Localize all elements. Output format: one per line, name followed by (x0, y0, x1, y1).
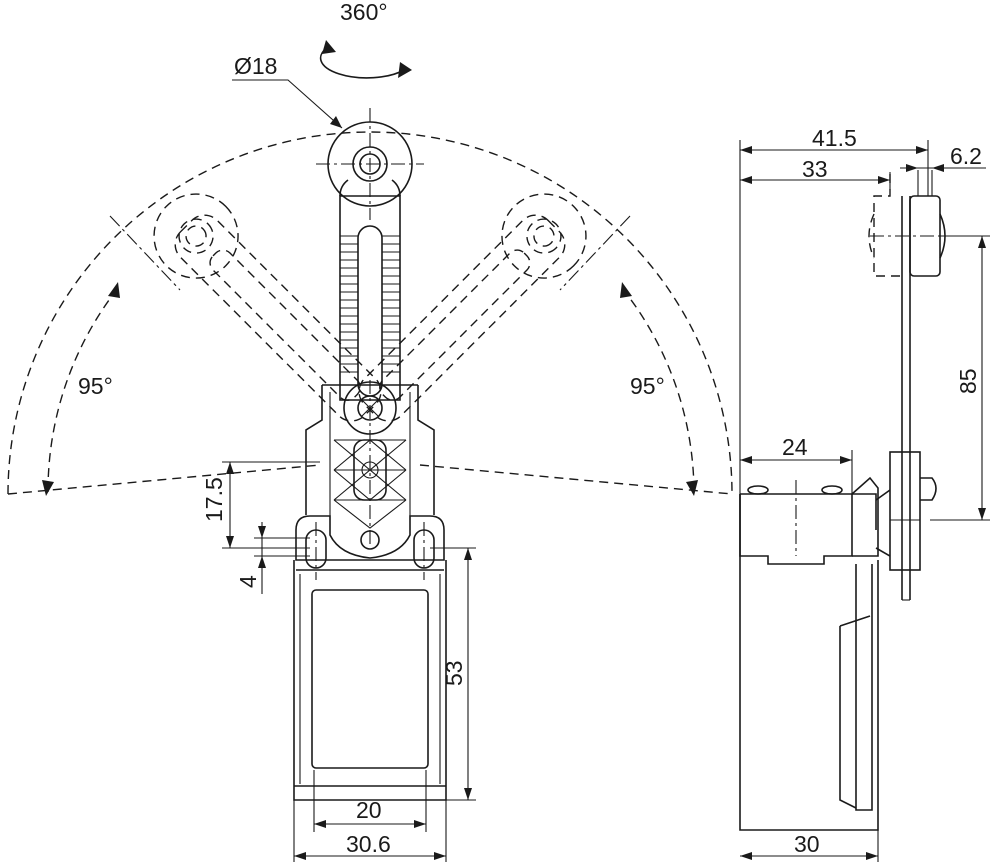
angle-arrow-left-top (108, 282, 120, 298)
label-body-depth: 30 (794, 831, 820, 857)
side-view (739, 170, 968, 831)
label-angle-right: 95° (630, 373, 665, 399)
angle-arrow-right-top (620, 282, 632, 298)
label-angle-left: 95° (78, 373, 113, 399)
label-window-width: 20 (356, 797, 382, 823)
label-body-height: 53 (441, 660, 467, 686)
label-lever-length: 85 (955, 368, 981, 394)
angle-arrow-left-bottom (42, 480, 54, 496)
label-overall-depth: 41.5 (812, 125, 857, 151)
arc-baseline-left (7, 464, 321, 495)
angle-arc-right (621, 287, 695, 493)
ghost-centerline-left (109, 215, 181, 291)
front-dimensions (222, 40, 476, 862)
label-head-depth: 24 (782, 434, 808, 460)
roller-top (316, 108, 424, 220)
angle-arrow-right-bottom (686, 480, 698, 496)
angle-arc-left (47, 287, 119, 493)
arc-baseline-right (419, 464, 733, 495)
label-lever-thickness: 6.2 (950, 143, 982, 169)
switch-head (305, 384, 435, 550)
label-height-17-5: 17.5 (201, 477, 227, 522)
front-view (7, 108, 733, 801)
label-slot-4: 4 (235, 575, 261, 588)
side-dimensions (739, 140, 990, 862)
label-lever-offset: 33 (802, 156, 828, 182)
label-roller-diameter: Ø18 (234, 53, 277, 79)
switch-base (295, 515, 445, 580)
lever-upright (339, 179, 401, 401)
rotation-arrow (319, 45, 405, 79)
label-rotation: 360° (340, 0, 388, 25)
lever-ghost-right (358, 193, 587, 422)
label-body-width: 30.6 (346, 831, 391, 857)
ghost-centerline-right (559, 215, 631, 291)
dimension-labels: 360° Ø18 95° 95° 17.5 4 53 20 30.6 41.5 … (78, 0, 982, 857)
switch-body (293, 560, 447, 801)
